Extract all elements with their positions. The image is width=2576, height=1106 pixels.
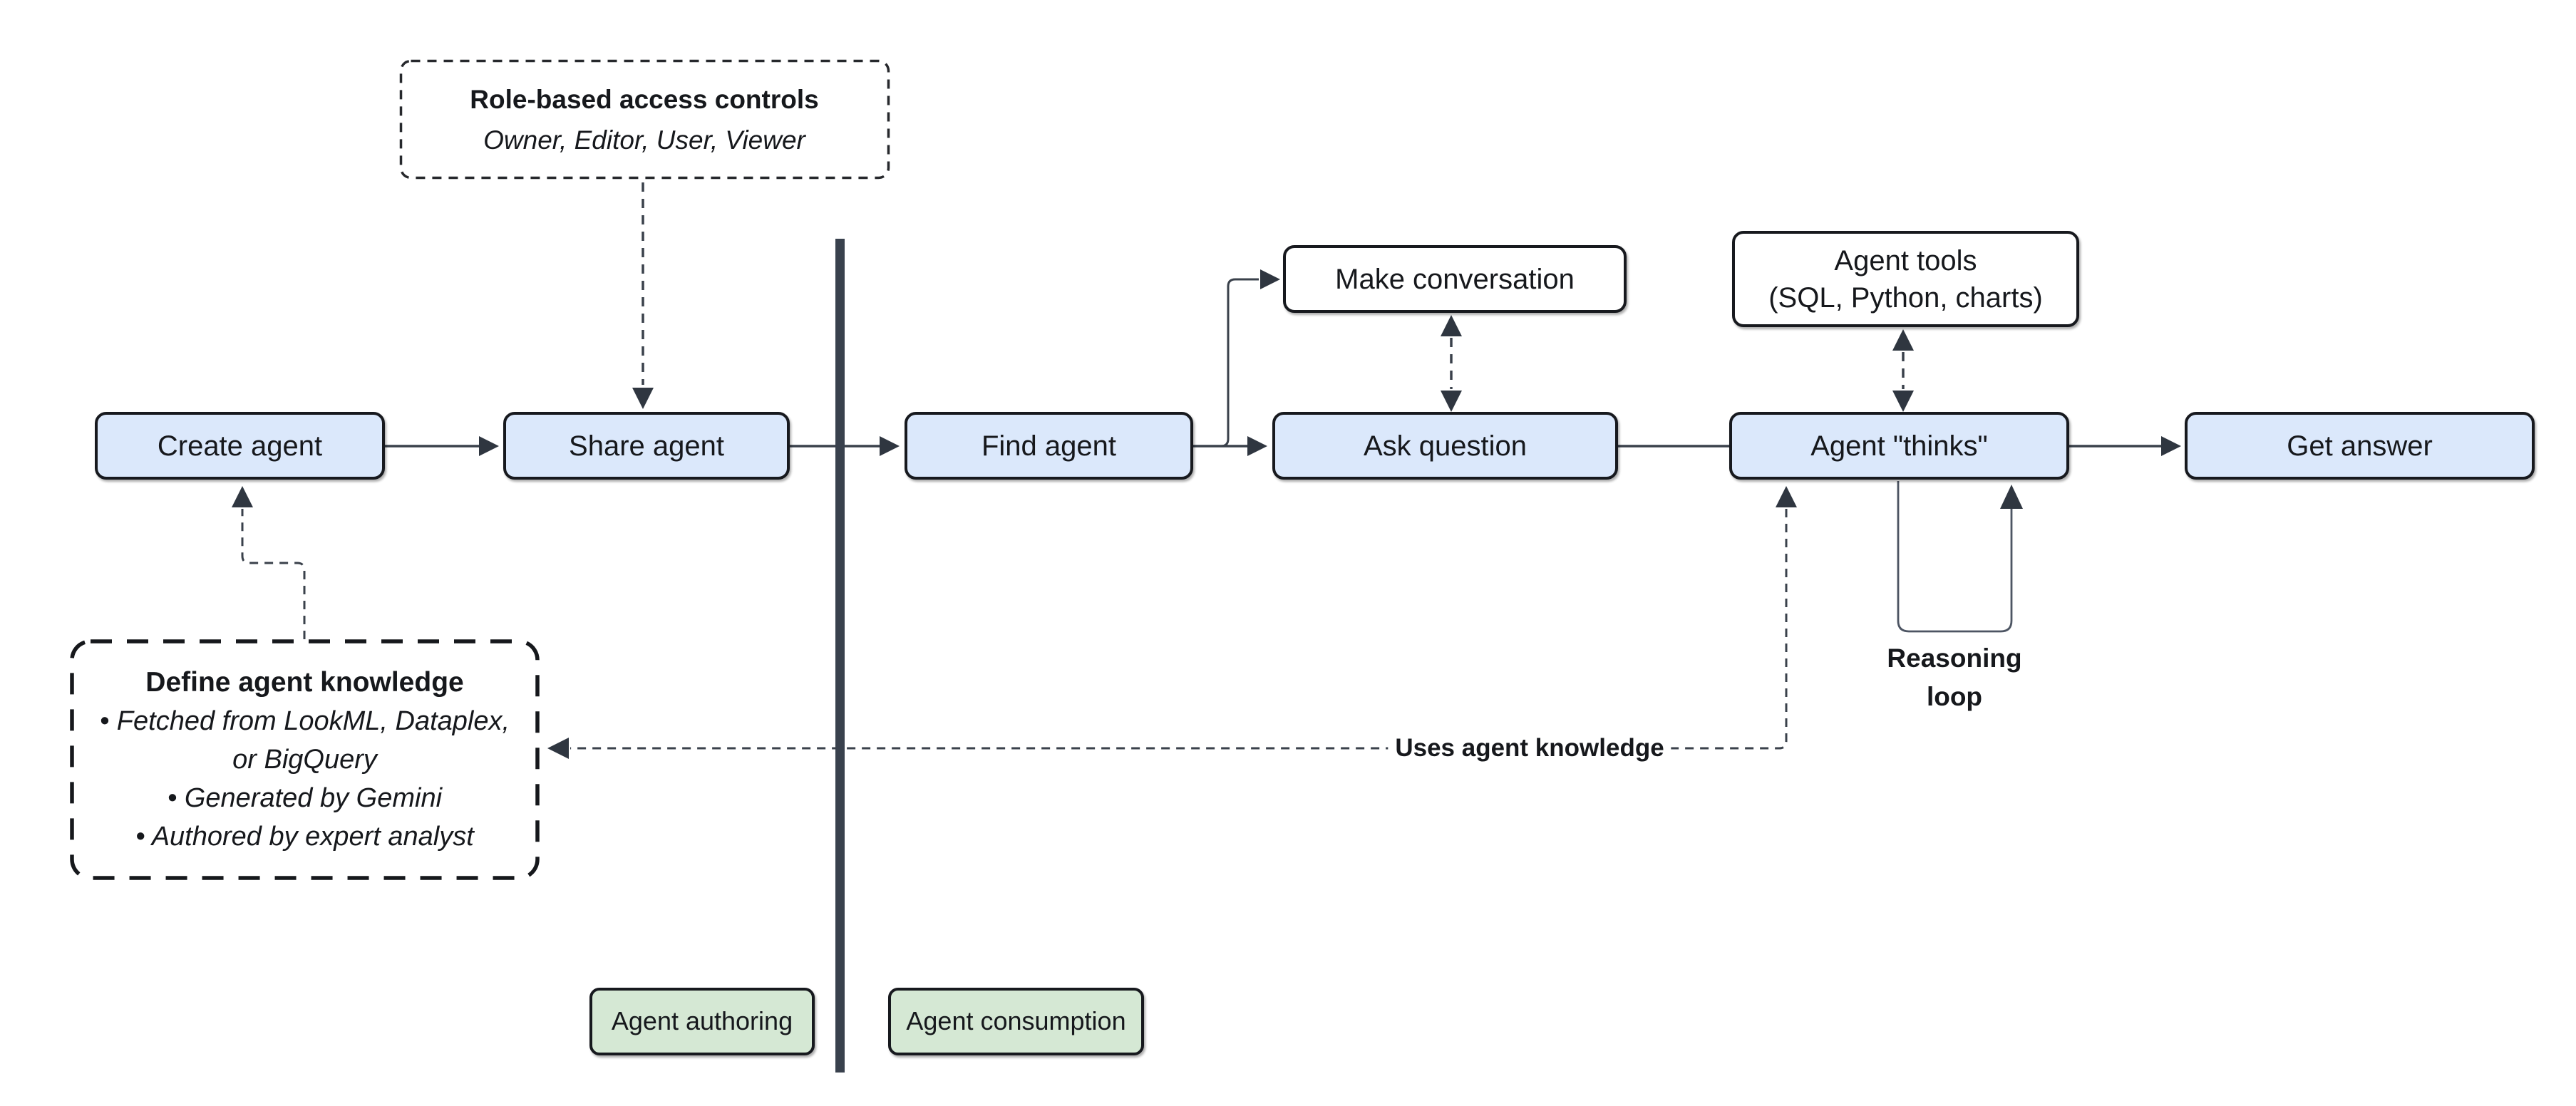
arrow-thinks-to-get-answer — [2069, 436, 2181, 456]
node-find-agent: Find agent — [905, 412, 1193, 480]
node-create-agent-label: Create agent — [157, 430, 323, 462]
node-get-answer-label: Get answer — [2287, 430, 2433, 462]
uses-knowledge-label: Uses agent knowledge — [1388, 734, 1671, 763]
arrow-share-to-find — [790, 436, 900, 456]
define-knowledge-line: or BigQuery — [232, 745, 377, 775]
node-agent-tools-line2: (SQL, Python, charts) — [1768, 281, 2043, 314]
section-label-agent-consumption: Agent consumption — [888, 988, 1144, 1055]
arrow-create-to-share — [385, 436, 499, 456]
role-access-box-border — [399, 59, 890, 180]
node-make-conversation-label: Make conversation — [1335, 263, 1575, 295]
node-share-agent-label: Share agent — [569, 430, 724, 462]
reasoning-loop-label: Reasoning loop — [1887, 644, 2022, 711]
role-access-subtitle: Owner, Editor, User, Viewer — [483, 125, 805, 155]
define-knowledge-title: Define agent knowledge — [145, 666, 464, 698]
arrow-find-to-make-conversation — [1193, 269, 1280, 448]
role-access-title: Role-based access controls — [470, 84, 819, 114]
define-knowledge-line: • Generated by Gemini — [167, 783, 443, 814]
section-divider — [835, 239, 845, 1073]
arrow-role-to-share — [632, 182, 654, 409]
node-find-agent-label: Find agent — [981, 430, 1117, 462]
arrow-tools-thinks — [1892, 329, 1914, 412]
node-agent-tools-line1: Agent tools — [1834, 244, 1977, 276]
define-knowledge-callout: Define agent knowledge • Fetched from Lo… — [72, 641, 537, 878]
node-get-answer: Get answer — [2185, 412, 2535, 480]
node-ask-question-label: Ask question — [1363, 430, 1527, 462]
define-knowledge-line: • Authored by expert analyst — [135, 822, 474, 852]
arrow-reasoning-loop — [1897, 481, 2023, 633]
arrow-make-conversation-ask — [1441, 315, 1462, 412]
node-ask-question: Ask question — [1272, 412, 1618, 480]
section-label-agent-authoring-text: Agent authoring — [611, 1006, 793, 1036]
role-access-callout: Role-based access controls Owner, Editor… — [401, 61, 888, 178]
arrow-define-to-create — [232, 486, 306, 639]
section-label-agent-authoring: Agent authoring — [589, 988, 815, 1055]
node-agent-tools: Agent tools (SQL, Python, charts) — [1732, 231, 2079, 327]
node-share-agent: Share agent — [503, 412, 790, 480]
node-agent-thinks: Agent "thinks" — [1729, 412, 2069, 480]
section-label-agent-consumption-text: Agent consumption — [906, 1006, 1126, 1036]
node-agent-thinks-label: Agent "thinks" — [1810, 430, 1988, 462]
node-make-conversation: Make conversation — [1283, 245, 1627, 313]
arrow-uses-knowledge — [547, 486, 1797, 759]
define-knowledge-box-border — [70, 639, 540, 880]
define-knowledge-line: • Fetched from LookML, Dataplex, — [99, 706, 510, 737]
node-create-agent: Create agent — [95, 412, 385, 480]
